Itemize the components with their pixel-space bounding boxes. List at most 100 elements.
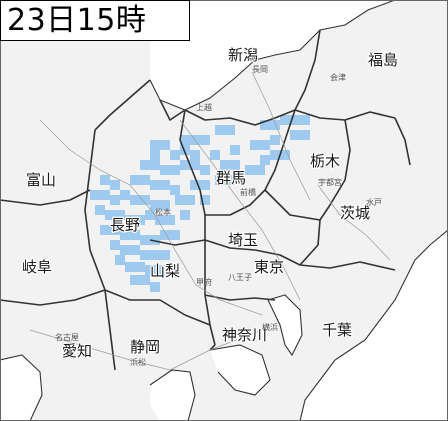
snow-cell [160, 200, 170, 210]
pref-label-gunma: 群馬 [216, 169, 246, 187]
road-1 [179, 119, 301, 301]
snow-cell [100, 225, 110, 235]
snow-cell [150, 160, 160, 170]
snow-cell [200, 165, 210, 175]
city-label: 上越 [196, 102, 212, 112]
snow-cell [160, 140, 170, 150]
snow-cell [120, 230, 130, 240]
snow-cell [135, 215, 145, 225]
road-4 [154, 214, 263, 316]
pref-label-niigata: 新潟 [228, 46, 258, 64]
snow-cell [220, 160, 230, 170]
snow-cell [110, 195, 120, 205]
ise-coast [0, 354, 43, 421]
border-ibaraki-chiba [299, 261, 396, 271]
snow-cell [250, 140, 260, 150]
snow-cell [185, 195, 195, 205]
snow-cell [140, 275, 150, 285]
japan-sea [150, 0, 448, 110]
border-tochigi-gunma [264, 109, 296, 191]
border-nagano-yamanashi [149, 239, 206, 246]
pref-label-saitama: 埼玉 [228, 231, 258, 249]
suruga-coast [149, 369, 196, 421]
snow-cell [155, 265, 165, 275]
pref-label-chiba: 千葉 [322, 321, 352, 339]
snow-cell [180, 160, 190, 170]
city-label: 松本 [155, 207, 171, 217]
snow-cell [120, 245, 130, 255]
road-6 [39, 119, 156, 216]
pref-label-ibaraki: 茨城 [340, 204, 370, 222]
snow-cell [130, 230, 140, 240]
border-toyama-gifu [0, 189, 91, 206]
snow-cell [110, 240, 120, 250]
city-label: 浜松 [130, 357, 146, 367]
snow-cell [90, 190, 100, 200]
border-gunma-nagano [179, 109, 206, 216]
snow-cell [130, 195, 140, 205]
snow-cell [190, 160, 200, 170]
pref-label-toyama: 富山 [26, 171, 56, 189]
snow-cell [140, 175, 150, 185]
snow-cell [300, 130, 310, 140]
forecast-time-label: 23日15時 [7, 3, 147, 38]
tokyo-bay-coast [267, 294, 303, 357]
snow-cell [150, 180, 160, 190]
snow-cell [160, 230, 170, 240]
snow-cell [300, 115, 310, 125]
snow-cell [215, 175, 225, 185]
snow-cell [180, 210, 190, 220]
border-niigata-nagano [159, 99, 186, 121]
road-3 [29, 329, 263, 371]
city-label: 長岡 [252, 65, 268, 74]
city-label: 前橋 [240, 187, 256, 197]
snow-cell [145, 265, 155, 275]
roads [29, 71, 391, 371]
snow-cell [260, 120, 270, 130]
city-label: 横浜 [262, 322, 278, 332]
pref-label-shizuoka: 静岡 [130, 338, 160, 356]
snow-cell [260, 155, 270, 165]
snow-cell [175, 195, 185, 205]
snow-cell [170, 165, 180, 175]
snow-cell [140, 235, 150, 245]
prefecture-borders [0, 29, 411, 371]
snow-cell [120, 190, 130, 200]
tokyo-bay [268, 295, 302, 355]
border-yamanashi-kanagawa [204, 294, 211, 326]
border-saitama-tokyo [204, 239, 301, 266]
prefecture-labels: 新潟 福島 富山 群馬 栃木 茨城 長野 埼玉 岐阜 山梨 東京 千葉 愛知 静… [21, 45, 399, 361]
snow-cell [150, 200, 160, 210]
snow-cell [140, 160, 150, 170]
snow-cell [150, 140, 160, 150]
pref-label-kanagawa: 神奈川 [222, 326, 267, 344]
border-fukushima-ibaraki [394, 117, 411, 166]
snow-cell [255, 165, 265, 175]
snow-cell [160, 250, 170, 260]
snow-cell [115, 210, 125, 220]
sagami-coast [209, 344, 271, 396]
snow-cell [100, 175, 110, 185]
snow-cell [150, 235, 160, 245]
city-label: 水戸 [366, 197, 382, 207]
snow-cell [270, 150, 280, 160]
snow-cell [170, 185, 180, 195]
snow-cell [160, 180, 170, 190]
snow-cell [170, 150, 180, 160]
snow-cell [200, 180, 210, 190]
snow-cell [155, 215, 165, 225]
snow-cell [230, 145, 240, 155]
snow-cell [215, 125, 225, 135]
snow-cell [150, 250, 160, 260]
pref-label-tochigi: 栃木 [310, 152, 340, 170]
snow-cell [200, 195, 210, 205]
border-kanagawa-shizuoka [209, 344, 216, 351]
snow-cell [130, 175, 140, 185]
snow-cell [180, 145, 190, 155]
border-nagano-shizuoka [104, 289, 160, 301]
snow-cell [150, 282, 160, 292]
snow-cell [110, 225, 120, 235]
border-gifu-aichi [0, 289, 106, 306]
